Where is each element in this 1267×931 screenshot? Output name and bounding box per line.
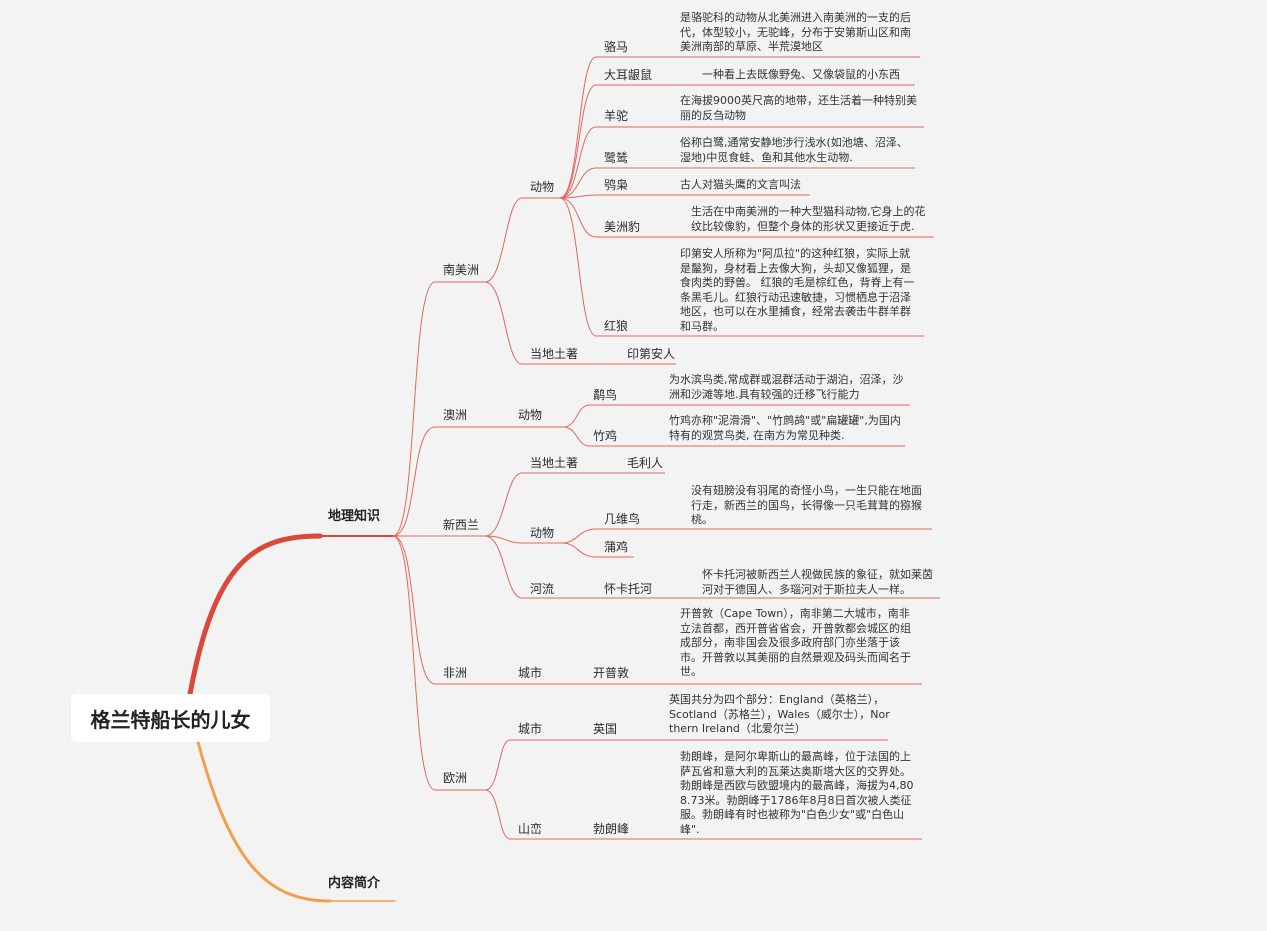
desc-jaguar: 生活在中南美洲的一种大型猫科动物,它身上的花纹比较像豹，但整个身体的形状又更接近…	[691, 205, 926, 233]
desc-sandpiper: 为水滨鸟类,常成群或混群活动于湖泊，沼泽，沙洲和沙滩等地.具有较强的迁移飞行能力	[669, 373, 904, 401]
topic-maned-wolf[interactable]: 红狼	[604, 319, 629, 333]
topic-sa-animals[interactable]: 动物	[530, 180, 555, 194]
topic-owl[interactable]: 鸮枭	[604, 178, 629, 192]
desc-bamboo-partridge: 竹鸡亦称"泥滑滑"、"竹鹧鸪"或"扁罐罐",为国内特有的观赏鸟类, 在南方为常见…	[669, 414, 901, 442]
desc-cape-town: 开普敦（Cape Town），南非第二大城市，南非立法首都，西开普省省会，开普敦…	[680, 607, 911, 678]
topic-sa-natives-value[interactable]: 印第安人	[627, 347, 676, 361]
branch-geography-connector	[187, 533, 323, 697]
branch-intro-connector	[196, 740, 332, 903]
topic-geography[interactable]: 地理知识	[328, 509, 381, 524]
topic-sandpiper[interactable]: 鹬鸟	[593, 388, 618, 402]
desc-chinchilla: 一种看上去既像野兔、又像袋鼠的小东西	[702, 68, 900, 81]
topic-mont-blanc[interactable]: 勃朗峰	[593, 822, 630, 836]
topic-africa-city[interactable]: 城市	[518, 666, 543, 680]
topic-nz-natives[interactable]: 当地土著	[530, 456, 579, 470]
topic-europe-city[interactable]: 城市	[518, 722, 543, 736]
topic-bamboo-partridge[interactable]: 竹鸡	[593, 429, 618, 443]
desc-maned-wolf: 印第安人所称为"阿瓜拉"的这种红狼，实际上就是鬣狗，身材看上去像大狗，头却又像狐…	[680, 247, 915, 333]
topic-new-zealand[interactable]: 新西兰	[443, 518, 480, 532]
desc-kiwi: 没有翅膀没有羽尾的奇怪小鸟，一生只能在地面行走，新西兰的国鸟，长得像一只毛茸茸的…	[691, 484, 922, 526]
desc-uk: 英国共分为四个部分：England（英格兰），Scotland（苏格兰），Wal…	[669, 693, 890, 735]
topic-kiwi[interactable]: 几维鸟	[604, 512, 641, 526]
topic-nz-animals[interactable]: 动物	[530, 526, 555, 540]
topic-chinchilla[interactable]: 大耳龈鼠	[604, 68, 653, 82]
topic-nz-rivers[interactable]: 河流	[530, 582, 555, 596]
topic-alpaca[interactable]: 羊驼	[604, 109, 629, 123]
topic-australia[interactable]: 澳洲	[443, 408, 468, 422]
topic-uk[interactable]: 英国	[593, 722, 618, 736]
topic-cape-town[interactable]: 开普敦	[593, 666, 630, 680]
topic-jaguar[interactable]: 美洲豹	[604, 220, 641, 234]
topic-europe-mountain[interactable]: 山峦	[518, 822, 543, 836]
topic-pukeko[interactable]: 蒲鸡	[604, 540, 629, 554]
topic-europe[interactable]: 欧洲	[443, 771, 468, 785]
topic-africa[interactable]: 非洲	[443, 666, 468, 680]
desc-waikato: 怀卡托河被新西兰人视做民族的象征，就如莱茵河对于德国人、多瑙河对于斯拉夫人一样。	[702, 568, 933, 596]
desc-egret: 俗称白鹭,通常安静地涉行浅水(如池塘、沼泽、湿地)中觅食蛙、鱼和其他水生动物.	[680, 136, 908, 164]
topic-intro[interactable]: 内容简介	[328, 876, 381, 891]
topic-llama[interactable]: 骆马	[604, 40, 629, 54]
topic-sa-natives[interactable]: 当地土著	[530, 347, 579, 361]
topic-egret[interactable]: 鹭鸶	[604, 151, 629, 165]
desc-llama: 是骆驼科的动物从北美洲进入南美洲的一支的后代，体型较小，无驼峰，分布于安第斯山区…	[680, 11, 911, 53]
topic-south-america[interactable]: 南美洲	[443, 263, 480, 277]
topic-au-animals[interactable]: 动物	[518, 408, 543, 422]
desc-owl: 古人对猫头鹰的文言叫法	[680, 178, 801, 191]
root-topic[interactable]: 格兰特船长的儿女	[71, 694, 270, 742]
desc-alpaca: 在海拔9000英尺高的地带，还生活着一种特别美丽的反刍动物	[680, 94, 917, 122]
topic-waikato[interactable]: 怀卡托河	[604, 582, 653, 596]
desc-mont-blanc: 勃朗峰，是阿尔卑斯山的最高峰，位于法国的上萨瓦省和意大利的瓦莱达奥斯塔大区的交界…	[680, 750, 914, 836]
topic-nz-natives-value[interactable]: 毛利人	[627, 456, 664, 470]
